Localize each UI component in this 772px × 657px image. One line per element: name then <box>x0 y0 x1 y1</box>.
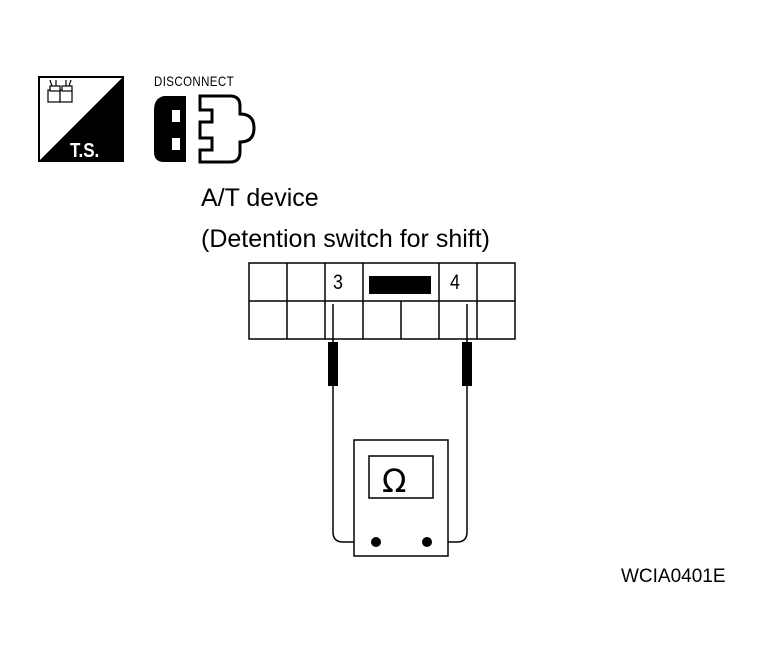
ohmmeter-display <box>368 455 434 499</box>
terminal-label-3: 3 <box>333 271 343 294</box>
connector-lock-tab <box>369 276 431 294</box>
disconnect-label: DISCONNECT <box>154 73 235 89</box>
probe-left <box>328 304 338 386</box>
ts-icon <box>38 76 124 162</box>
device-title: A/T device <box>201 184 319 212</box>
lead-right <box>427 386 468 543</box>
terminal-label-4: 4 <box>450 271 460 294</box>
figure-code: WCIA0401E <box>621 566 726 587</box>
probe-right <box>462 304 472 386</box>
ts-label: T.S. <box>70 140 100 162</box>
disconnect-connector-icon <box>154 94 256 164</box>
lead-left <box>332 386 376 543</box>
device-subtitle: (Detention switch for shift) <box>201 225 490 253</box>
ohm-symbol: Ω <box>382 462 407 500</box>
meter-jack-left <box>371 537 381 547</box>
meter-jack-right <box>422 537 432 547</box>
connector <box>248 262 516 340</box>
